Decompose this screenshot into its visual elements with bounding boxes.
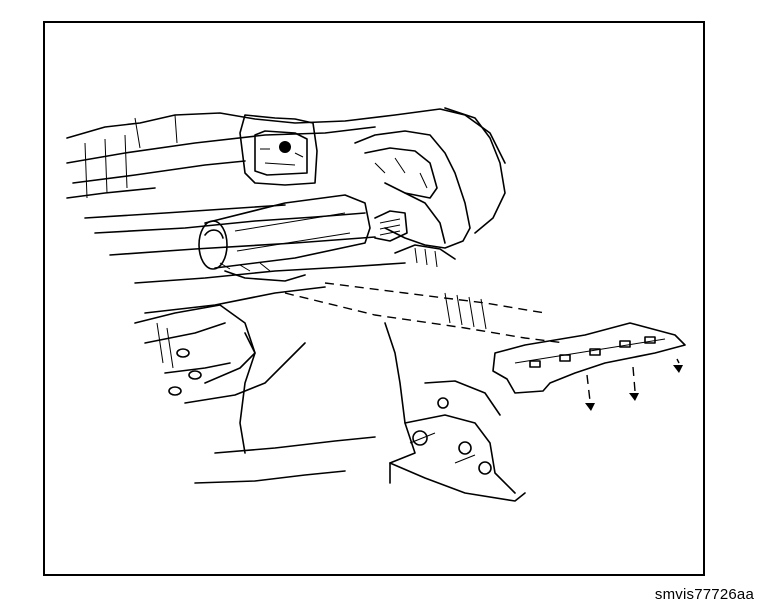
figure-frame xyxy=(43,21,705,576)
lower-center-brace xyxy=(384,322,526,502)
exploded-view-drawing xyxy=(66,107,686,502)
alignment-dashes xyxy=(284,282,566,344)
wiring-connector xyxy=(374,210,456,268)
left-lower-structure xyxy=(134,304,376,484)
center-mount-bracket xyxy=(239,114,318,186)
right-brace-bracket xyxy=(354,107,506,249)
fastener-screws xyxy=(585,358,683,411)
figure-caption: smvis77726aa xyxy=(654,586,754,603)
cylindrical-module xyxy=(198,194,371,282)
mounting-plate xyxy=(492,322,686,394)
upper-dash-panel xyxy=(66,108,506,314)
